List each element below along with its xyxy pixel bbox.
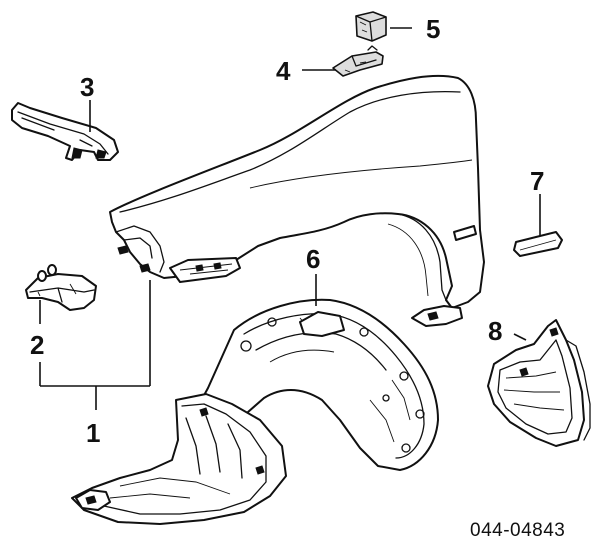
callout-2: 2: [30, 330, 44, 360]
callout-4: 4: [276, 56, 291, 86]
leader-lines: [39, 27, 541, 410]
part-8-mud-flap: [487, 319, 591, 447]
callout-6: 6: [306, 244, 320, 274]
part-2-bracket: [25, 264, 97, 311]
part-6-inner-liner: [71, 298, 439, 525]
callout-3: 3: [80, 72, 94, 102]
fender: [109, 74, 485, 327]
callout-7: 7: [530, 166, 544, 196]
diagram-code: 044-04843: [470, 520, 565, 541]
callout-8: 8: [488, 316, 502, 346]
part-3-bracket: [11, 102, 119, 161]
callout-1: 1: [86, 418, 100, 448]
callouts: 1 2 3 4 5 6 7 8: [30, 14, 544, 448]
callout-5: 5: [426, 14, 440, 44]
part-5-plug: [355, 11, 387, 42]
part-7-side-marker: [513, 231, 563, 257]
part-4-bracket: [332, 45, 384, 77]
